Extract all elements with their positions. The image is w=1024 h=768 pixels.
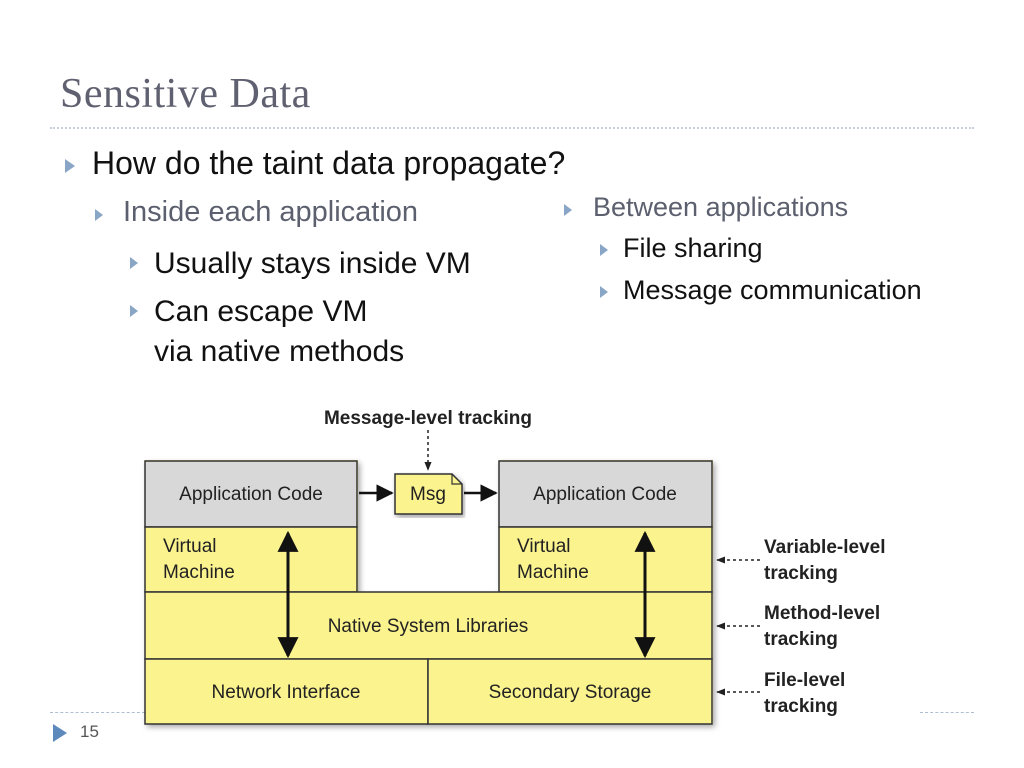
item-escape-vm-cont: via native methods — [154, 335, 405, 368]
slide-title: Sensitive Data — [60, 71, 311, 117]
network-interface-box — [144, 658, 429, 725]
footer-divider-right — [920, 712, 974, 713]
file-level-label-1: File-level — [764, 670, 845, 691]
variable-level-label-2: tracking — [764, 563, 838, 584]
page-arrow-icon — [53, 724, 67, 742]
page-number: 15 — [80, 722, 99, 741]
msg-document-icon — [394, 473, 463, 515]
main-bullet: How do the taint data propagate? — [92, 145, 566, 181]
item-escape-vm: Can escape VM — [154, 295, 368, 328]
item-stays-inside-vm: Usually stays inside VM — [154, 247, 471, 280]
item-file-sharing: File sharing — [623, 233, 763, 263]
secondary-storage-box — [427, 658, 713, 725]
bullet-arrow-icon — [564, 204, 572, 216]
variable-level-label-1: Variable-level — [764, 537, 885, 558]
bullet-arrow-icon — [130, 257, 138, 269]
sub-bullet-between: Between applications — [593, 192, 849, 222]
network-label: Network Interface — [212, 682, 361, 703]
message-level-label: Message-level tracking — [324, 408, 532, 429]
footer-divider-left — [50, 712, 145, 713]
vm-box-right — [498, 526, 713, 593]
bullet-arrow-icon — [130, 305, 138, 317]
app-code-label-left: Application Code — [179, 484, 323, 505]
sub-bullet-inside: Inside each application — [123, 196, 419, 228]
bullet-arrow-icon — [95, 209, 103, 221]
vm-label-right-1: Virtual — [517, 536, 571, 557]
method-level-label-2: tracking — [764, 629, 838, 650]
app-code-label-right: Application Code — [533, 484, 677, 505]
app-code-box-right — [498, 460, 713, 528]
vm-label-left-2: Machine — [163, 562, 235, 583]
bullet-arrow-icon — [65, 159, 75, 173]
msg-label: Msg — [410, 484, 446, 505]
vm-label-left-1: Virtual — [163, 536, 217, 557]
storage-label: Secondary Storage — [489, 682, 652, 703]
item-message-communication: Message communication — [623, 275, 922, 305]
title-divider — [50, 127, 974, 129]
vm-label-right-2: Machine — [517, 562, 589, 583]
bullet-arrow-icon — [600, 244, 608, 256]
method-level-label-1: Method-level — [764, 603, 880, 624]
file-level-label-2: tracking — [764, 696, 838, 717]
native-label: Native System Libraries — [328, 616, 529, 637]
bullet-arrow-icon — [600, 286, 608, 298]
vm-box-left — [144, 526, 358, 593]
